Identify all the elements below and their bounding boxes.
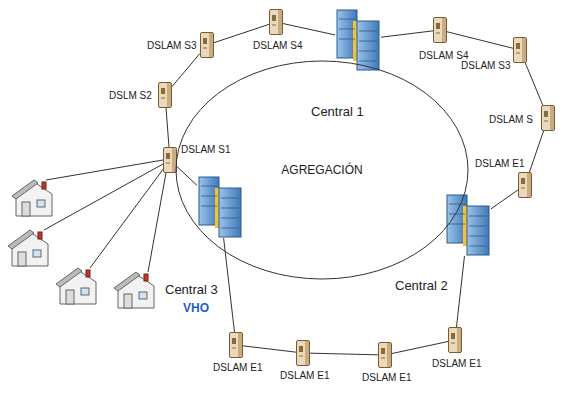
dslam-icon — [158, 82, 172, 108]
ring-link — [447, 32, 513, 49]
dslam-node: DSLAM S4 — [269, 9, 283, 35]
aggregation-ellipse: AGREGACIÓN — [175, 60, 469, 280]
node-label: DSLAM S4 — [252, 40, 303, 52]
ring-link — [525, 63, 542, 105]
ring-link — [243, 346, 296, 352]
dslam-node: DSLAM E1 — [518, 172, 532, 198]
dslam-node: DSLAM E1 — [229, 332, 243, 358]
ring-link — [456, 256, 464, 327]
dslam-icon — [513, 37, 527, 63]
ring-link — [381, 31, 433, 37]
node-label: DSLAM S3 — [146, 40, 197, 52]
dslam-icon — [200, 32, 214, 58]
dslam-icon — [378, 342, 392, 368]
region-label: AGREGACIÓN — [281, 163, 362, 177]
node-label: Central 2 — [394, 278, 449, 293]
ring-link — [491, 190, 518, 209]
ring-link — [177, 167, 197, 186]
ring-link — [283, 24, 335, 35]
dslam-node: DSLAM E1 — [448, 327, 462, 353]
ring-link — [392, 342, 448, 354]
ring-link — [529, 131, 543, 172]
central-server: Central 3VHO — [197, 176, 243, 238]
dslam-node: DSLAM E1 — [296, 340, 310, 366]
dslam-node: DSLAM S4 — [433, 17, 447, 43]
node-label: DSLAM E1 — [212, 362, 263, 374]
ring-link — [172, 53, 200, 86]
house-icon — [56, 268, 96, 304]
dslam-icon — [269, 9, 283, 35]
node-label: DSLAM E1 — [474, 158, 525, 170]
house-icon — [12, 180, 52, 216]
dslam-node: DSLAM S1 — [163, 147, 177, 173]
node-label: DSLAM S — [488, 114, 534, 126]
dslam-icon — [433, 17, 447, 43]
central-server: Central 2 — [445, 194, 491, 256]
node-label: Central 3 — [164, 282, 219, 297]
dslam-icon — [518, 172, 532, 198]
house-icon — [114, 272, 154, 308]
dslam-node: DSLM S2 — [158, 82, 172, 108]
dslam-icon — [448, 327, 462, 353]
node-label: DSLAM S3 — [460, 60, 511, 72]
dslam-node: DSLAM E1 — [378, 342, 392, 368]
dslam-node: DSLAM S3 — [513, 37, 527, 63]
dslam-node: DSLAM S3 — [200, 32, 214, 58]
ring-link — [166, 108, 169, 147]
dslam-icon — [541, 105, 555, 131]
node-label: DSLAM E1 — [431, 358, 482, 370]
dslam-node: DSLAM S — [541, 105, 555, 131]
server-icon — [445, 194, 491, 256]
ring-link — [310, 353, 378, 355]
node-label: Central 1 — [310, 104, 365, 119]
node-label: DSLM S2 — [108, 90, 153, 102]
node-label: DSLAM E1 — [361, 372, 412, 384]
house-icon — [8, 230, 48, 266]
node-label: DSLAM S1 — [180, 144, 231, 156]
dslam-icon — [229, 332, 243, 358]
dslam-icon — [296, 340, 310, 366]
server-icon — [197, 176, 243, 238]
dslam-icon — [163, 147, 177, 173]
node-label: DSLAM E1 — [279, 370, 330, 382]
node-label: VHO — [182, 302, 210, 314]
